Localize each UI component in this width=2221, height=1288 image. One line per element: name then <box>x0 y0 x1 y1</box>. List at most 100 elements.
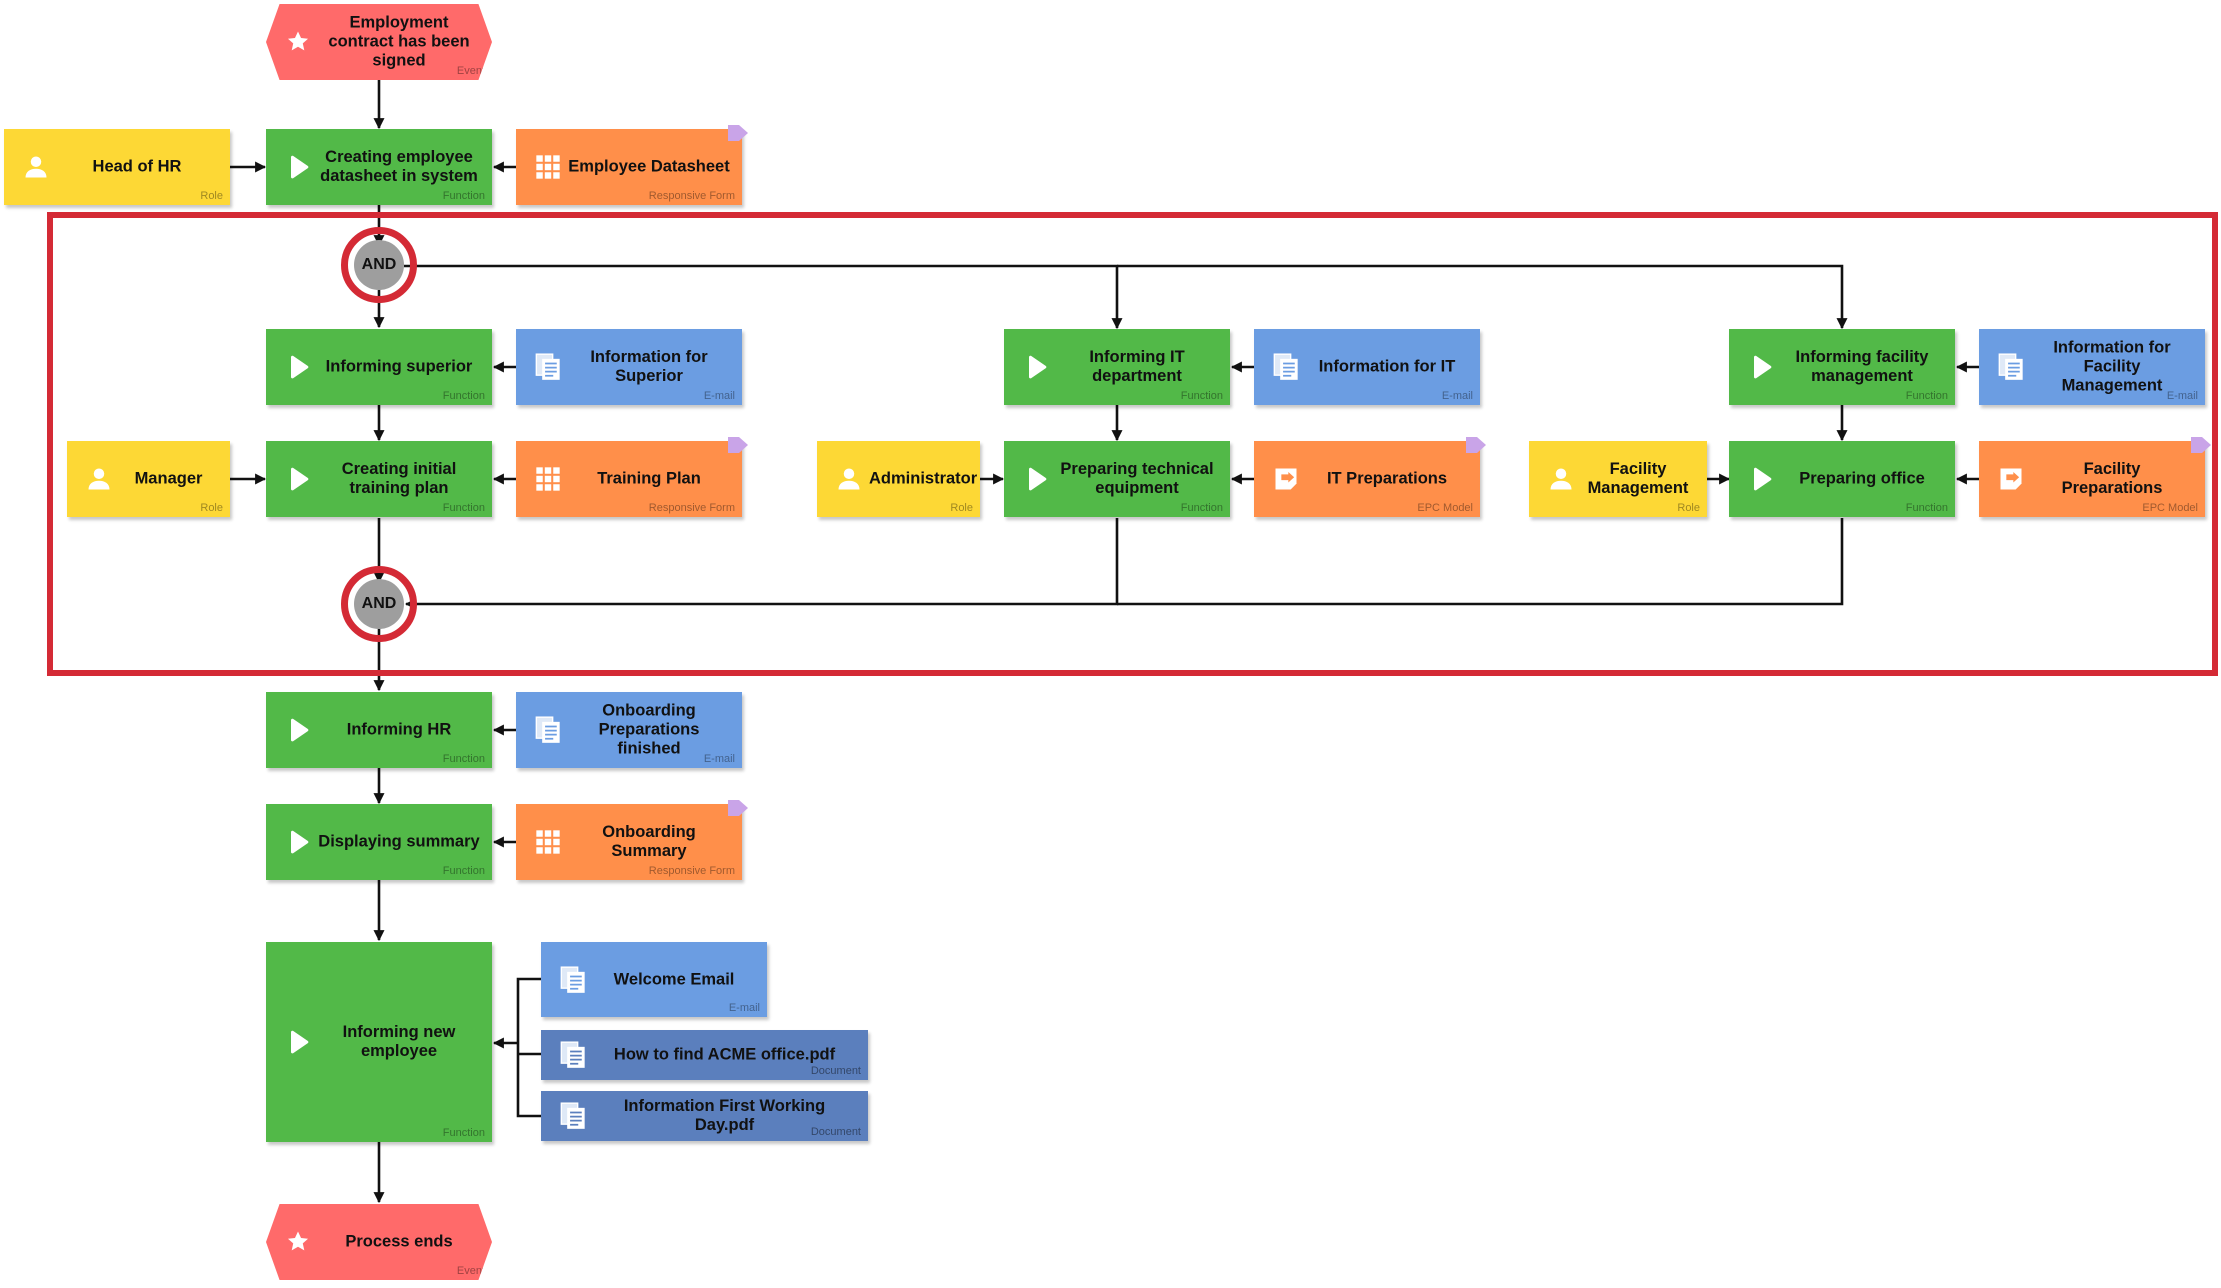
email-information-for-facility[interactable]: Information for Facility Management E-ma… <box>1979 329 2205 405</box>
function-informing-facility[interactable]: Informing facility management Function <box>1729 329 1955 405</box>
star-icon <box>284 1228 312 1256</box>
node-type: Function <box>1180 390 1223 402</box>
node-label: Head of HR <box>92 157 182 176</box>
node-label: Information for IT <box>1318 357 1456 376</box>
node-label: Preparing technical equipment <box>1060 460 1214 497</box>
node-label: Information for Superior <box>590 348 708 385</box>
email-information-for-it[interactable]: Information for IT E-mail <box>1254 329 1480 405</box>
node-label: Displaying summary <box>318 832 480 851</box>
play-icon <box>284 1028 312 1056</box>
grid-icon <box>534 465 562 493</box>
node-label: Employee Datasheet <box>568 157 730 176</box>
role-administrator[interactable]: Administrator Role <box>817 441 980 517</box>
node-type: Function <box>442 190 485 202</box>
event-contract-signed[interactable]: Employment contract has been signed Even… <box>266 4 492 80</box>
node-label: Preparing office <box>1799 469 1925 488</box>
flow-split-to-facility <box>1117 264 1848 330</box>
highlight-split-ring <box>341 227 417 303</box>
node-label: How to find ACME office.pdf <box>613 1045 836 1064</box>
node-type: Function <box>442 502 485 514</box>
document-icon <box>1272 353 1300 381</box>
email-information-for-superior[interactable]: Information for Superior E-mail <box>516 329 742 405</box>
node-type: E-mail <box>703 753 735 765</box>
node-label: Informing IT department <box>1089 348 1185 385</box>
play-icon <box>284 353 312 381</box>
play-icon <box>284 828 312 856</box>
tag-icon <box>727 124 749 142</box>
node-label: Onboarding Preparations finished <box>598 701 700 758</box>
email-welcome[interactable]: Welcome Email E-mail <box>541 942 767 1017</box>
document-icon <box>559 1041 587 1069</box>
epc-facility-preparations[interactable]: Facility Preparations EPC Model <box>1979 437 2211 517</box>
person-icon <box>85 465 113 493</box>
function-preparing-office[interactable]: Preparing office Function <box>1729 441 1955 517</box>
tag-icon <box>2190 436 2212 454</box>
function-creating-datasheet[interactable]: Creating employee datasheet in system Fu… <box>266 129 492 205</box>
document-icon <box>1997 353 2025 381</box>
play-icon <box>284 716 312 744</box>
node-label: Welcome Email <box>613 970 735 988</box>
node-type: Function <box>442 390 485 402</box>
node-label: Informing facility management <box>1795 348 1929 385</box>
tag-icon <box>727 436 749 454</box>
email-onboarding-preparations-finished[interactable]: Onboarding Preparations finished E-mail <box>516 692 742 768</box>
play-icon <box>1022 353 1050 381</box>
form-training-plan[interactable]: Training Plan Responsive Form <box>516 437 748 517</box>
node-type: Document <box>810 1065 861 1077</box>
node-type: Function <box>442 753 485 765</box>
highlight-join-ring <box>341 566 417 642</box>
grid-icon <box>534 828 562 856</box>
node-type: Document <box>810 1126 861 1138</box>
node-label: Creating employee datasheet in system <box>320 148 478 185</box>
node-type: Responsive Form <box>648 865 735 877</box>
function-displaying-summary[interactable]: Displaying summary Function <box>266 804 492 880</box>
node-type: Function <box>442 865 485 877</box>
function-informing-new-employee[interactable]: Informing new employee Function <box>266 942 492 1142</box>
node-label: IT Preparations <box>1326 469 1448 488</box>
node-label: Administrator <box>869 469 978 488</box>
process-link-icon <box>1272 465 1300 493</box>
event-process-ends[interactable]: Process ends Event <box>266 1204 492 1280</box>
node-type: Event <box>456 65 485 77</box>
node-label: Training Plan <box>597 469 701 488</box>
play-icon <box>284 465 312 493</box>
role-manager[interactable]: Manager Role <box>67 441 230 517</box>
node-label: Manager <box>134 469 203 488</box>
node-type: Function <box>1905 390 1948 402</box>
highlight-parallel-block <box>47 212 2218 676</box>
function-preparing-equipment[interactable]: Preparing technical equipment Function <box>1004 441 1230 517</box>
function-informing-superior[interactable]: Informing superior Function <box>266 329 492 405</box>
tag-icon <box>727 799 749 817</box>
node-label: Informing new employee <box>342 1023 456 1060</box>
function-informing-it[interactable]: Informing IT department Function <box>1004 329 1230 405</box>
person-icon <box>1547 465 1575 493</box>
node-type: Responsive Form <box>648 502 735 514</box>
document-icon <box>559 1102 587 1130</box>
play-icon <box>284 153 312 181</box>
node-type: Role <box>1677 502 1700 514</box>
form-employee-datasheet[interactable]: Employee Datasheet Responsive Form <box>516 125 748 205</box>
role-head-of-hr[interactable]: Head of HR Role <box>4 129 230 205</box>
grid-icon <box>534 153 562 181</box>
document-icon <box>534 716 562 744</box>
node-label: Information for Facility Management <box>2053 338 2171 395</box>
document-information-first-day[interactable]: Information First Working Day.pdf Docume… <box>541 1091 868 1141</box>
form-onboarding-summary[interactable]: Onboarding Summary Responsive Form <box>516 800 748 880</box>
node-type: Role <box>200 190 223 202</box>
link-output-bracket <box>494 977 541 1118</box>
node-label: Informing superior <box>325 357 473 376</box>
function-creating-training-plan[interactable]: Creating initial training plan Function <box>266 441 492 517</box>
document-how-to-find-office[interactable]: How to find ACME office.pdf Document <box>541 1030 868 1080</box>
node-label: Informing HR <box>346 720 452 739</box>
role-facility-management[interactable]: Facility Management Role <box>1529 441 1707 517</box>
star-icon <box>284 28 312 56</box>
function-informing-hr[interactable]: Informing HR Function <box>266 692 492 768</box>
node-type: E-mail <box>703 390 735 402</box>
flow-office-to-join <box>1117 518 1844 606</box>
epc-it-preparations[interactable]: IT Preparations EPC Model <box>1254 437 1486 517</box>
node-type: Role <box>950 502 973 514</box>
play-icon <box>1747 353 1775 381</box>
play-icon <box>1022 465 1050 493</box>
tag-icon <box>1465 436 1487 454</box>
node-type: Role <box>200 502 223 514</box>
